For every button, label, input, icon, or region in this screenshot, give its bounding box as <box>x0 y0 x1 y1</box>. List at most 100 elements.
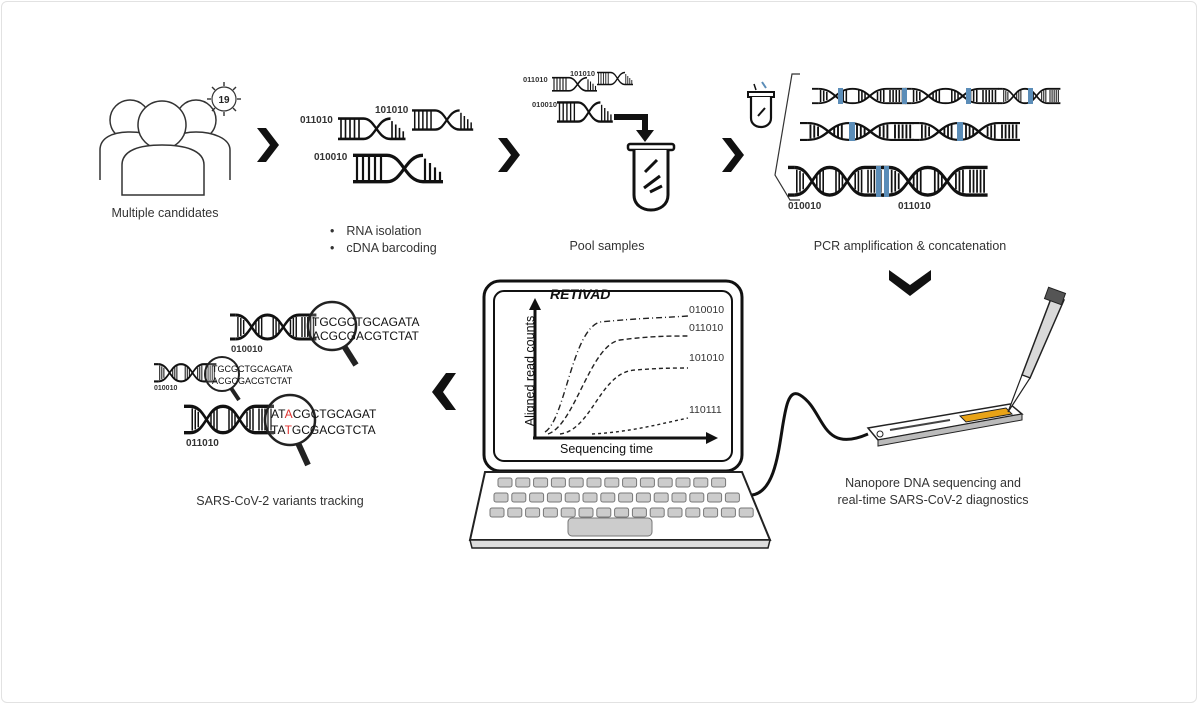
keyboard-key <box>578 507 594 518</box>
mutation-base: T <box>284 423 292 437</box>
keyboard-key <box>546 492 562 503</box>
variant-dna-top <box>228 300 359 367</box>
keyboard-key <box>639 477 655 488</box>
concatenated-dna-row-2 <box>798 121 1022 142</box>
label-pool-samples: Pool samples <box>569 239 645 253</box>
keyboard-key <box>493 492 509 503</box>
concatenated-dna-row-1 <box>810 87 1062 105</box>
sequence-line-mutated: ATACGCTGCAGAT <box>271 407 376 421</box>
keyboard-key <box>489 507 505 518</box>
keyboard-key <box>653 492 669 503</box>
rna-steps-list: RNA isolation cDNA barcoding <box>326 224 437 258</box>
sequence-line: ACGCGACGTCTAT <box>212 376 293 386</box>
barcode-label: 101010 <box>375 105 409 116</box>
barcode-label: 010010 <box>154 385 178 392</box>
list-item: cDNA barcoding <box>326 241 436 255</box>
chart-title: RETIVAD <box>550 286 611 302</box>
chevron-right-icon <box>257 128 279 162</box>
keyboard-key <box>511 492 527 503</box>
keyboard-key <box>685 507 701 518</box>
keyboard-key <box>667 507 683 518</box>
keyboard-key <box>724 492 740 503</box>
keyboard-key <box>542 507 558 518</box>
keyboard-key <box>564 492 580 503</box>
chevron-right-icon <box>722 138 744 172</box>
chart-y-axis-label: Aligned read counts <box>523 315 537 427</box>
keyboard-key <box>529 492 545 503</box>
chevron-down-icon <box>889 270 931 296</box>
keyboard-key <box>675 477 691 488</box>
barcode-label: 010010 <box>532 100 558 109</box>
keyboard-key <box>525 507 541 518</box>
barcode-label: 011010 <box>523 75 548 84</box>
virus-icon <box>207 82 241 116</box>
keyboard-key <box>693 477 709 488</box>
variant-dna-mid <box>152 356 241 402</box>
sequence-segment: CGCTGCAGAT <box>292 407 377 421</box>
keyboard-key <box>689 492 705 503</box>
pipette-icon <box>1007 286 1067 413</box>
barcode-label: 011010 <box>186 438 219 449</box>
keyboard-key <box>497 477 513 488</box>
keyboard-key <box>707 492 723 503</box>
keyboard-key <box>515 477 531 488</box>
pour-arrow-icon <box>614 114 648 132</box>
mutation-base: A <box>284 407 293 421</box>
barcode-label: 010010 <box>231 344 263 355</box>
keyboard-key <box>622 477 638 488</box>
keyboard-key <box>507 507 523 518</box>
keyboard-key <box>586 477 602 488</box>
keyboard-key <box>703 507 719 518</box>
people-icon <box>99 99 231 196</box>
test-tube-icon <box>626 142 676 212</box>
keyboard-key <box>671 492 687 503</box>
keyboard-key <box>649 507 665 518</box>
label-variants-tracking: SARS-CoV-2 variants tracking <box>196 494 364 508</box>
sequence-segment: AT <box>271 407 285 421</box>
keyboard-key <box>604 477 620 488</box>
sequence-line: TGCGCTGCAGATA <box>212 364 293 374</box>
keyboard-key <box>618 492 634 503</box>
chevron-right-icon <box>498 138 520 172</box>
barcode-label: 011010 <box>898 201 931 212</box>
label-pcr-amplification: PCR amplification & concatenation <box>813 239 1007 253</box>
virus-badge-text: 19 <box>218 95 230 106</box>
keyboard-key <box>582 492 598 503</box>
usb-cable <box>751 392 869 497</box>
chart-series-line <box>544 315 689 433</box>
sequence-line-mutated: TATGCGACGTCTA <box>271 423 376 437</box>
chart-series-line <box>547 335 689 435</box>
laptop-icon <box>468 279 772 549</box>
keyboard-key <box>738 507 754 518</box>
variant-dna-bottom <box>182 393 317 467</box>
sequence-line: ACGCGACGTCTAT <box>312 329 419 343</box>
barcoded-dna-fragment <box>336 109 475 184</box>
chart-series-label: 010010 <box>689 304 725 316</box>
barcode-label: 011010 <box>300 115 333 126</box>
keyboard-key <box>560 507 576 518</box>
keyboard-key <box>596 507 612 518</box>
barcode-label: 010010 <box>314 152 348 163</box>
list-item: RNA isolation <box>326 224 437 238</box>
sequence-segment: GCGACGTCTA <box>291 423 376 437</box>
keyboard-key <box>631 507 647 518</box>
keyboard-key <box>635 492 651 503</box>
bracket <box>774 73 800 201</box>
chart-series-label: 110111 <box>689 404 722 416</box>
label-multiple-candidates: Multiple candidates <box>111 206 219 220</box>
chart-series-label: 101010 <box>689 352 725 364</box>
sequence-segment: TA <box>271 423 285 437</box>
retivad-chart <box>529 298 718 444</box>
keyboard-key <box>533 477 549 488</box>
small-tube-icon <box>747 81 775 129</box>
nanopore-flowcell-icon <box>866 403 1024 447</box>
concatenated-dna-row-3 <box>786 165 990 197</box>
keyboard-key <box>711 477 727 488</box>
keyboard-key <box>568 477 584 488</box>
keyboard-key <box>550 477 566 488</box>
keyboard-key <box>657 477 673 488</box>
label-nanopore-line1: Nanopore DNA sequencing and <box>845 476 1021 490</box>
chart-x-axis-label: Sequencing time <box>560 442 654 456</box>
